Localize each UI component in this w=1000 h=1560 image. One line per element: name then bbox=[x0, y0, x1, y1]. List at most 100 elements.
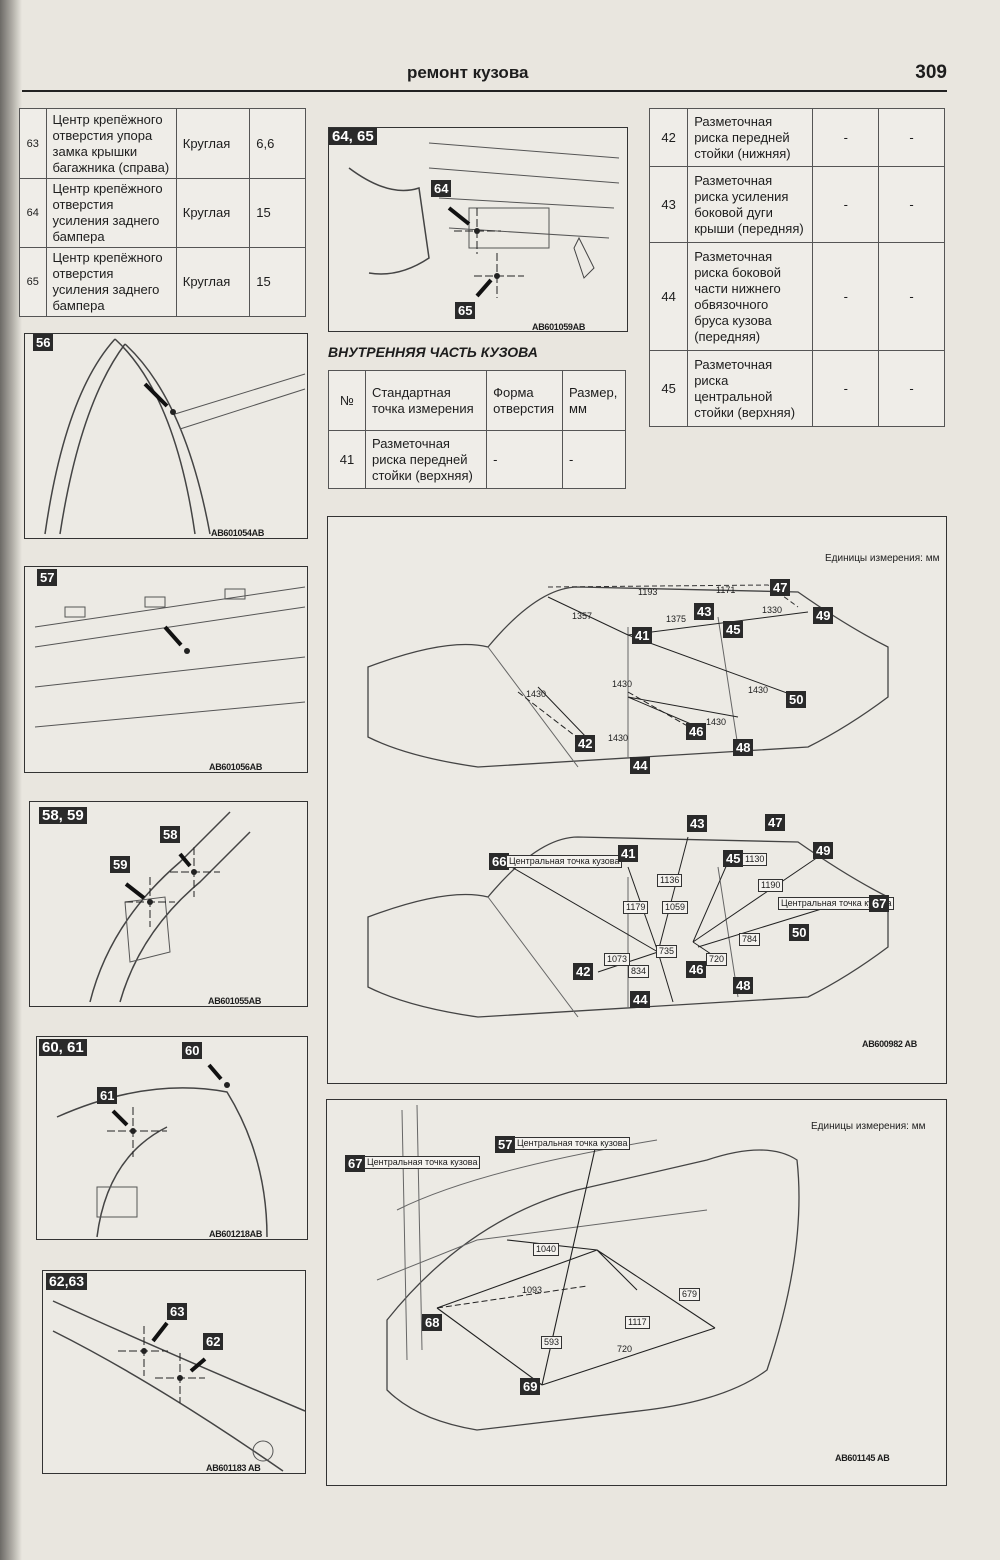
dimension-label: 1093 bbox=[522, 1285, 543, 1295]
dimension-box: 784 bbox=[739, 933, 761, 946]
trunk-measurement-figure: Единицы измерения: мм AB601145 AB 57 Цен… bbox=[326, 1099, 947, 1486]
figure-code: AB601145 AB bbox=[835, 1453, 890, 1463]
dimension-label: 1375 bbox=[666, 614, 687, 624]
center-point-label: Центральная точка кузова bbox=[778, 897, 895, 910]
point-67: 67 bbox=[345, 1155, 366, 1172]
point-43: 43 bbox=[687, 815, 708, 832]
table-row: 64 Центр крепёжного отверстия усиления з… bbox=[19, 178, 306, 248]
bumper-reinforcement-drawing bbox=[348, 142, 620, 298]
callout-62: 62 bbox=[203, 1333, 224, 1350]
figure-tag: 57 bbox=[37, 569, 58, 586]
holes-table-63-65: 63 Центр крепёжного отверстия упора замк… bbox=[19, 108, 306, 317]
dimension-box: 1059 bbox=[662, 901, 689, 914]
units-label: Единицы измерения: мм bbox=[825, 553, 940, 564]
dimension-box: 1190 bbox=[758, 879, 784, 892]
section-title: ВНУТРЕННЯЯ ЧАСТЬ КУЗОВА bbox=[328, 344, 538, 360]
callout-61: 61 bbox=[97, 1087, 118, 1104]
callout-63: 63 bbox=[167, 1303, 188, 1320]
point-45: 45 bbox=[723, 621, 744, 638]
table-row: 65 Центр крепёжного отверстия усиления з… bbox=[19, 247, 306, 317]
rear-pillar-60-61-drawing bbox=[56, 1063, 268, 1238]
figure-60-61: 60, 61 60 61 AB601218AB bbox=[36, 1036, 308, 1240]
table-row: 44 Разметочная риска боковой части нижне… bbox=[648, 242, 945, 351]
body-measurement-figure: Единицы измерения: мм AB600982 AB 1193 1… bbox=[327, 516, 947, 1084]
point-68: 68 bbox=[422, 1314, 443, 1331]
dimension-label: 1430 bbox=[706, 717, 727, 727]
dimension-box: 679 bbox=[679, 1288, 701, 1301]
point-42: 42 bbox=[575, 735, 596, 752]
figure-tag: 60, 61 bbox=[39, 1039, 87, 1056]
figure-64-65: 64, 65 64 65 AB601059AB bbox=[328, 127, 628, 332]
point-57: 57 bbox=[495, 1136, 516, 1153]
table-row: 63 Центр крепёжного отверстия упора замк… bbox=[19, 108, 306, 179]
point-45: 45 bbox=[723, 850, 744, 867]
point-43: 43 bbox=[694, 603, 715, 620]
figure-code: AB601059AB bbox=[532, 322, 586, 332]
dimension-label: 720 bbox=[617, 1344, 633, 1354]
figure-code: AB601218AB bbox=[209, 1229, 263, 1239]
callout-58: 58 bbox=[160, 826, 181, 843]
figure-56: 56 AB601054AB bbox=[24, 333, 308, 539]
dimension-box: 735 bbox=[656, 945, 678, 958]
point-48: 48 bbox=[733, 977, 754, 994]
inner-body-table: № Стандартная точка измерения Форма отве… bbox=[328, 370, 626, 489]
figure-tag: 56 bbox=[33, 334, 54, 351]
point-44: 44 bbox=[630, 757, 651, 774]
dimension-box: 1117 bbox=[625, 1316, 650, 1329]
figure-code: AB601056AB bbox=[209, 762, 263, 772]
figure-57: 57 AB601056AB bbox=[24, 566, 308, 773]
table-row: 41 Разметочная риска передней стойки (ве… bbox=[328, 430, 626, 489]
dimension-label: 1430 bbox=[608, 733, 629, 743]
dimension-label: 1430 bbox=[526, 689, 547, 699]
dimension-box: 1130 bbox=[742, 853, 768, 866]
dimension-box: 1136 bbox=[657, 874, 683, 887]
dimension-label: 1330 bbox=[762, 605, 783, 615]
figure-code: AB601054AB bbox=[211, 528, 265, 538]
page-binding-shadow bbox=[0, 0, 22, 1560]
dimension-box: 834 bbox=[628, 965, 650, 978]
point-41: 41 bbox=[618, 845, 639, 862]
point-47: 47 bbox=[765, 814, 786, 831]
dimension-box: 1073 bbox=[604, 953, 631, 966]
dimension-box: 1040 bbox=[533, 1243, 560, 1256]
dimension-label: 1430 bbox=[612, 679, 633, 689]
point-48: 48 bbox=[733, 739, 754, 756]
point-67: 67 bbox=[869, 895, 890, 912]
page-number: 309 bbox=[915, 62, 947, 83]
table-header-row: № Стандартная точка измерения Форма отве… bbox=[328, 370, 626, 431]
point-50: 50 bbox=[786, 691, 807, 708]
table-row: 45 Разметочная риска центральной стойки … bbox=[648, 350, 945, 427]
center-point-label: Центральная точка кузова bbox=[506, 855, 623, 868]
dimension-label: 1193 bbox=[638, 587, 658, 597]
figure-code: AB600982 AB bbox=[862, 1039, 917, 1049]
marks-table-42-45: 42 Разметочная риска передней стойки (ни… bbox=[648, 108, 945, 427]
dimension-label: 1430 bbox=[748, 685, 769, 695]
dimension-box: 593 bbox=[541, 1336, 563, 1349]
body-outline-drawing bbox=[367, 584, 889, 1018]
point-66: 66 bbox=[489, 853, 510, 870]
page-header: ремонт кузова 309 bbox=[22, 60, 947, 92]
callout-65: 65 bbox=[455, 302, 476, 319]
pillar-56-drawing bbox=[44, 338, 306, 535]
callout-64: 64 bbox=[431, 180, 452, 197]
point-46: 46 bbox=[686, 723, 707, 740]
point-41: 41 bbox=[632, 627, 653, 644]
point-42: 42 bbox=[573, 963, 594, 980]
running-title: ремонт кузова bbox=[407, 63, 529, 82]
dimension-box: 720 bbox=[706, 953, 728, 966]
figure-62-63: 62,63 63 62 AB601183 AB bbox=[42, 1270, 306, 1474]
figure-tag: 64, 65 bbox=[329, 128, 377, 145]
dimension-label: 1171 bbox=[716, 585, 736, 595]
point-44: 44 bbox=[630, 991, 651, 1008]
center-point-label: Центральная точка кузова bbox=[364, 1156, 481, 1169]
dimension-label: 1357 bbox=[572, 611, 593, 621]
table-row: 43 Разметочная риска усиления боковой ду… bbox=[648, 166, 945, 243]
figure-58-59: 58, 59 58 59 AB601055AB bbox=[29, 801, 308, 1007]
point-49: 49 bbox=[813, 607, 834, 624]
table-row: 42 Разметочная риска передней стойки (ни… bbox=[648, 108, 945, 167]
figure-tag: 58, 59 bbox=[39, 807, 87, 824]
callout-59: 59 bbox=[110, 856, 131, 873]
dimension-box: 1179 bbox=[623, 901, 649, 914]
figure-tag: 62,63 bbox=[46, 1273, 88, 1290]
point-49: 49 bbox=[813, 842, 834, 859]
